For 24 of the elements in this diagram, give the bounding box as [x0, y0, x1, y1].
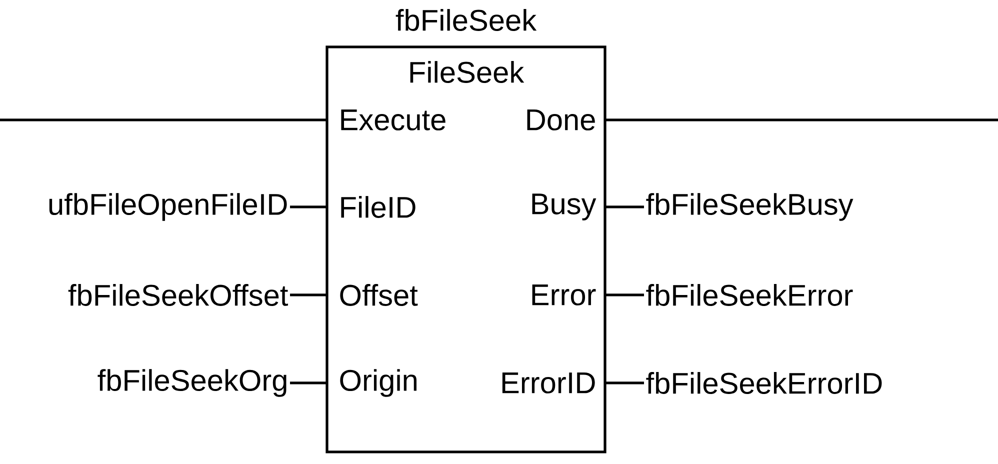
- variable-label: fbFileSeekOrg: [98, 369, 286, 397]
- pin-label: Origin: [340, 369, 416, 397]
- instance-name: fbFileSeek: [396, 9, 537, 31]
- block-type: FileSeek: [410, 61, 524, 83]
- connection-line: [290, 206, 327, 208]
- pin-label: Execute: [341, 110, 446, 130]
- connection-line: [290, 382, 327, 384]
- connection-line: [290, 294, 327, 296]
- connection-line: [605, 294, 644, 296]
- connection-line: [605, 206, 644, 208]
- pin-label: Busy: [532, 194, 596, 220]
- connection-line: [605, 118, 998, 122]
- connection-line: [605, 382, 644, 384]
- pin-label: Error: [532, 284, 596, 306]
- pin-label: ErrorID: [502, 372, 595, 394]
- connection-line: [0, 118, 327, 122]
- pin-label: Offset: [340, 284, 418, 306]
- variable-label: ufbFileOpenFileID: [49, 193, 287, 221]
- variable-label: fbFileSeekErrorID: [646, 372, 882, 394]
- pin-label: FileID: [341, 196, 416, 218]
- variable-label: fbFileSeekOffset: [68, 284, 288, 306]
- variable-label: fbFileSeekError: [646, 284, 853, 306]
- pin-label: Done: [527, 110, 595, 130]
- variable-label: fbFileSeekBusy: [646, 193, 854, 221]
